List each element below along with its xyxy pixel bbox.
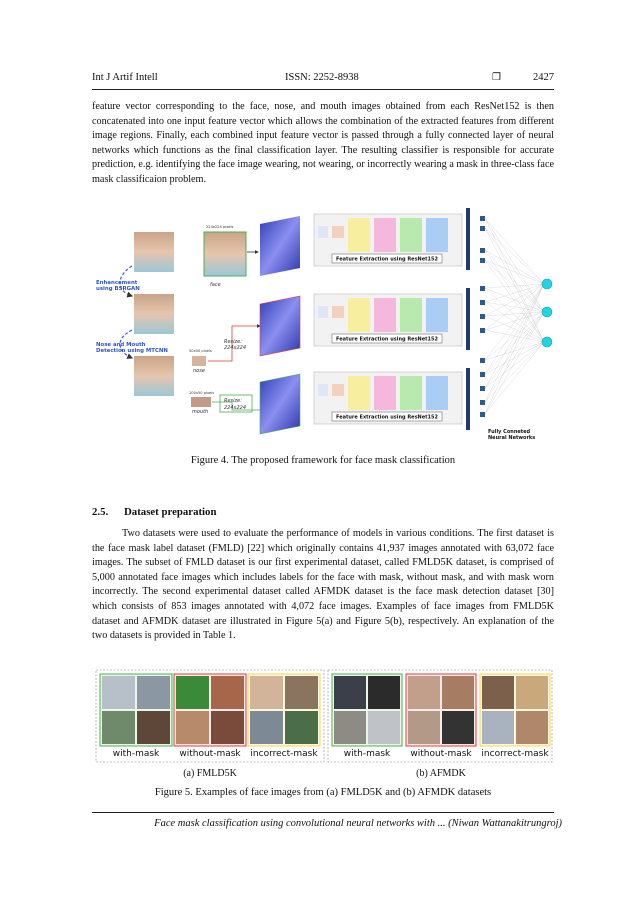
svg-text:face: face [210,282,221,288]
body-paragraph-2: Two datasets were used to evaluate the p… [92,528,554,642]
mouth-crop [191,397,211,407]
resnet-block-mouth: Feature Extraction using ResNet152 [313,371,463,425]
svg-text:100x50 pixels: 100x50 pixels [189,391,214,395]
svg-text:Neural Networks: Neural Networks [488,435,535,441]
resnet-block-face: Feature Extraction using ResNet152 [313,213,463,267]
figure-4-caption: Figure 4. The proposed framework for fac… [190,455,456,466]
feature-map-face [260,216,300,276]
svg-text:nose: nose [193,368,205,374]
svg-text:using BSRGAN: using BSRGAN [96,286,140,292]
framework-diagram: Enhancement using BSRGAN Nose and Mouth … [96,208,553,441]
input-face-image [134,232,174,272]
detected-face-image [134,356,174,396]
issn: ISSN: 2252-8938 [285,72,359,83]
section-title: Dataset preparation [124,506,217,518]
subcaption-a: (a) FMLD5K [183,768,237,779]
feature-map-nose [259,295,301,357]
body-paragraph-1: feature vector corresponding to the face… [92,101,554,185]
svg-text:50x50 pixels: 50x50 pixels [189,349,212,353]
journal-name: Int J Artif Intell [92,72,158,83]
face-crop [203,231,247,277]
enhancement-label: Enhancement [96,280,138,286]
fc-input-nodes [480,216,485,417]
figure-5-caption: Figure 5. Examples of face images from (… [154,787,492,798]
figure-4: Enhancement using BSRGAN Nose and Mouth … [92,196,554,448]
svg-text:Feature Extraction using ResNe: Feature Extraction using ResNet152 [336,337,438,343]
enhanced-face-image [134,294,174,334]
resnet-block-nose: Feature Extraction using ResNet152 [313,293,463,347]
svg-text:Feature Extraction using ResNe: Feature Extraction using ResNet152 [336,415,438,421]
figure-5: with-mask without-mask incorrect-mask wi… [92,668,554,784]
fmld-label-without-mask: without-mask [179,749,241,759]
fmld5k-grid [99,673,321,747]
afmdk-label-without-mask: without-mask [410,749,472,759]
svg-text:224x224: 224x224 [224,405,246,411]
resize-label-mouth: Resize: [224,398,242,404]
svg-text:224x224: 224x224 [224,345,246,351]
section-heading: 2.5. Dataset preparation [92,506,216,518]
nose-crop [192,356,206,366]
header-rule [92,89,554,90]
svg-text:224x224 pixels: 224x224 pixels [206,225,233,229]
svg-text:mouth: mouth [192,409,208,415]
afmdk-label-incorrect-mask: incorrect-mask [481,749,549,759]
afmdk-grid [331,673,551,747]
svg-text:Feature Extraction using ResNe: Feature Extraction using ResNet152 [336,257,438,263]
page-number: 2427 [533,72,554,83]
dataset-examples: with-mask without-mask incorrect-mask wi… [95,669,553,779]
page-footer: Face mask classification using convoluti… [154,818,562,829]
fmld-label-incorrect-mask: incorrect-mask [250,749,318,759]
subcaption-b: (b) AFMDK [416,768,467,779]
detection-label: Nose and Mouth [96,342,146,348]
footer-rule [92,812,554,813]
svg-text:Detection using MTCNN: Detection using MTCNN [96,348,168,354]
fc-label: Fully Conneted [488,429,531,435]
resize-label-nose: Resize: [224,339,242,345]
feature-map-mouth [259,373,301,435]
section-number: 2.5. [92,506,109,518]
fc-connections [484,217,545,415]
page-header: Int J Artif Intell ISSN: 2252-8938 ❒ 242… [92,72,554,86]
afmdk-label-with-mask: with-mask [344,749,391,759]
fmld-label-with-mask: with-mask [113,749,160,759]
square-icon: ❒ [492,72,501,83]
fc-output-nodes [541,278,553,348]
